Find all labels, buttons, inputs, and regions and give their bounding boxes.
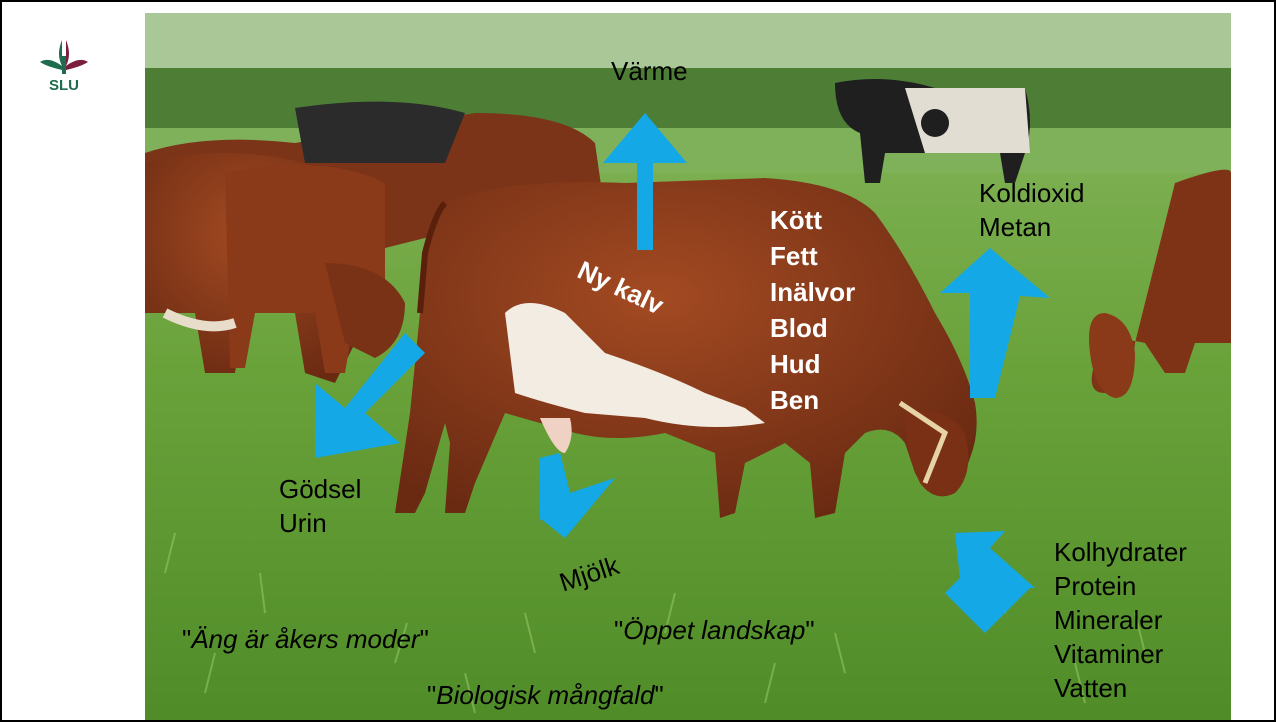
label-gases: Koldioxid Metan: [979, 176, 1085, 244]
label-methane: Metan: [979, 210, 1085, 244]
product-item: Inälvor: [770, 274, 855, 310]
feed-item: Vatten: [1054, 671, 1187, 705]
feed-item: Vitaminer: [1054, 637, 1187, 671]
feed-item: Protein: [1054, 569, 1187, 603]
slu-logo-text: SLU: [49, 77, 79, 94]
product-item: Ben: [770, 382, 855, 418]
feed-item: Mineraler: [1054, 603, 1187, 637]
quote-open-landscape: "Öppet landskap": [614, 615, 815, 646]
quote-biodiversity: "Biologisk mångfald": [427, 680, 664, 711]
feed-item: Kolhydrater: [1054, 535, 1187, 569]
label-manure: Gödsel Urin: [279, 472, 361, 540]
product-item: Kött: [770, 202, 855, 238]
slu-tree-icon: SLU: [36, 36, 92, 96]
quote-biodiversity-text: Biologisk mångfald: [436, 680, 654, 710]
quote-meadow: "Äng är åkers moder": [182, 624, 429, 655]
label-feed: Kolhydrater Protein Mineraler Vitaminer …: [1054, 535, 1187, 705]
quote-meadow-text: Äng är åkers moder: [191, 624, 419, 654]
product-item: Fett: [770, 238, 855, 274]
label-products: Kött Fett Inälvor Blod Hud Ben: [770, 202, 855, 418]
product-item: Hud: [770, 346, 855, 382]
quote-open-landscape-text: Öppet landskap: [623, 615, 805, 645]
label-heat: Värme: [611, 54, 688, 88]
label-carbon-dioxide: Koldioxid: [979, 176, 1085, 210]
label-urine: Urin: [279, 506, 361, 540]
label-dung: Gödsel: [279, 472, 361, 506]
slu-logo: SLU: [36, 36, 92, 96]
product-item: Blod: [770, 310, 855, 346]
